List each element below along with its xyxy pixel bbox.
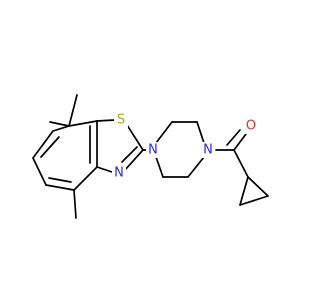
bond	[68, 94, 78, 127]
bond	[96, 119, 116, 122]
bond	[73, 166, 98, 191]
bond	[45, 184, 75, 191]
bond	[96, 166, 113, 173]
bond	[32, 130, 54, 159]
bond	[124, 149, 144, 171]
atom-label-s: S	[117, 113, 125, 128]
atom-label-n-piperazine-2: N	[203, 143, 213, 158]
atom-labels: S N N N O	[112, 112, 258, 181]
bond	[73, 189, 77, 219]
atom-sulfur: S	[114, 112, 128, 128]
atom-label-o: O	[246, 119, 256, 134]
bond	[247, 176, 269, 197]
bond	[233, 149, 249, 178]
chemical-structure-diagram: S N N N O	[32, 94, 269, 219]
bond	[233, 133, 247, 151]
atom-label-n-thiazole: N	[114, 166, 124, 181]
bond	[49, 121, 70, 127]
bond	[155, 156, 164, 178]
bond	[32, 157, 47, 186]
bond	[52, 125, 70, 132]
atom-piperazine-nitrogen-left: N	[146, 142, 160, 158]
bond	[187, 156, 205, 178]
atom-thiazole-nitrogen: N	[112, 165, 126, 181]
bond	[48, 177, 72, 183]
bond	[126, 124, 144, 151]
bond	[239, 176, 249, 206]
bond	[121, 146, 138, 163]
bonds	[32, 94, 269, 219]
atom-oxygen: O	[244, 118, 258, 134]
bond	[155, 121, 173, 144]
bond	[196, 121, 205, 144]
bond	[226, 129, 241, 146]
atom-label-n-piperazine-1: N	[148, 143, 158, 158]
bond	[68, 120, 98, 127]
atom-piperazine-nitrogen-right: N	[201, 142, 215, 158]
bond	[40, 136, 60, 158]
bond	[239, 195, 269, 206]
